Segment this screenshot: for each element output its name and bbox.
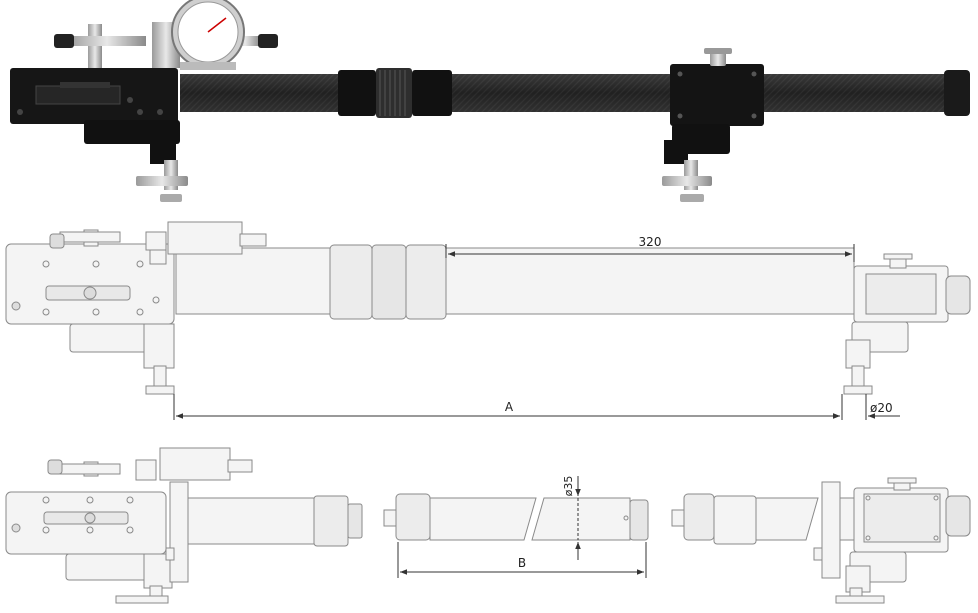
left-foot — [136, 176, 188, 186]
left-knob — [54, 34, 74, 48]
dimension-b — [397, 542, 647, 578]
drawing-bar — [175, 247, 855, 315]
end-cap — [944, 70, 970, 116]
dimension-a — [173, 394, 843, 420]
sleeve-left — [338, 70, 376, 116]
dimension-dia20-label: ø20 — [870, 401, 893, 415]
bore-gauge-photo — [10, 0, 970, 202]
right-head — [670, 64, 764, 126]
dimension-b-label: B — [518, 556, 526, 570]
right-foot — [662, 176, 712, 186]
drawing-right-segment — [671, 477, 971, 604]
dimension-320-label: 320 — [639, 235, 662, 249]
right-knob — [258, 34, 278, 48]
adjust-ring — [376, 68, 412, 118]
sleeve-right — [412, 70, 452, 116]
drawing-middle-segment — [383, 493, 649, 541]
dimension-a-label: A — [505, 400, 514, 414]
dimension-dia35-label: ø35 — [562, 476, 575, 497]
drawing-left-segment — [5, 447, 363, 604]
drawing-assembled — [5, 221, 971, 395]
drawing-left-head — [5, 243, 175, 325]
dimension-320 — [445, 244, 855, 262]
dimension-dia20 — [828, 394, 900, 420]
